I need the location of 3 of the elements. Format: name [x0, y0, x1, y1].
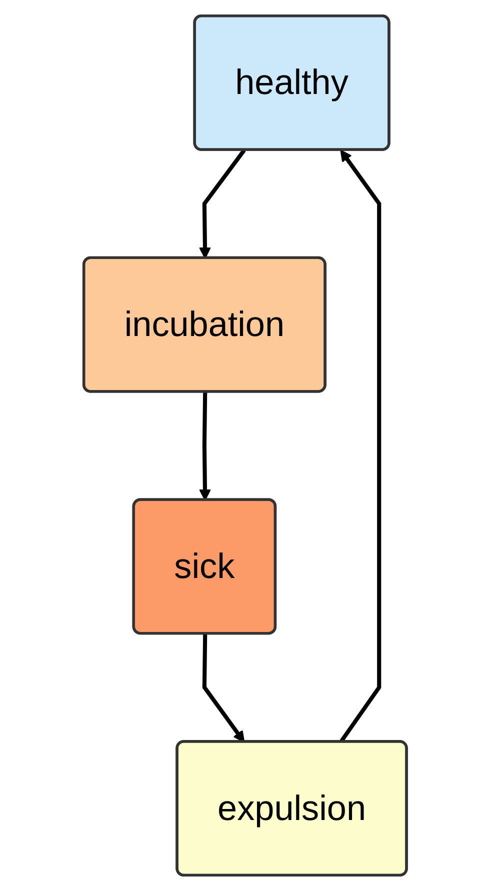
arrow [199, 149, 246, 259]
arrow [199, 392, 212, 501]
flowchart: healthy incubation sick expulsion [73, 5, 418, 886]
